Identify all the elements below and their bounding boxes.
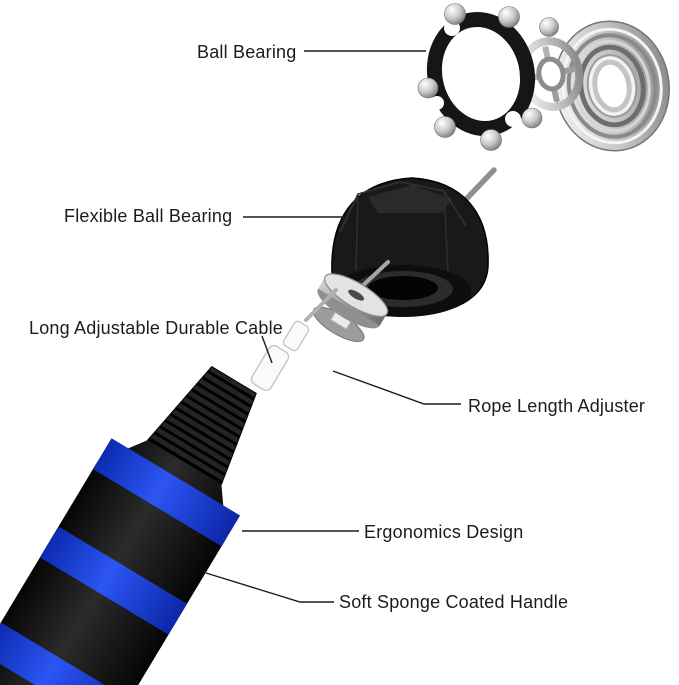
leader-rope-length-adjuster <box>332 370 461 405</box>
label-ball-bearing: Ball Bearing <box>197 42 297 62</box>
ball-bearing-assembly <box>417 3 671 152</box>
dome-facet-line <box>443 190 449 273</box>
label-long-adjustable-durable-cable: Long Adjustable Durable Cable <box>29 318 283 338</box>
cable-segments <box>250 288 338 391</box>
dome-opening-hole <box>368 276 438 300</box>
bearing-outer-ring-icon <box>553 20 671 152</box>
dome-facet <box>368 185 452 213</box>
bearing-balls-icon <box>417 3 559 151</box>
leader-cable <box>261 335 273 364</box>
handle-stripe-blue <box>39 526 188 635</box>
leader-soft-sponge <box>205 572 334 603</box>
leader-lines <box>205 50 461 603</box>
cable-wire-icon <box>304 288 338 322</box>
handle-body <box>0 440 227 685</box>
label-ergonomics-design: Ergonomics Design <box>364 522 524 542</box>
label-flexible-ball-bearing: Flexible Ball Bearing <box>64 206 233 226</box>
handle-stripes <box>0 438 241 685</box>
cage-cutout <box>430 96 444 110</box>
handle <box>0 365 257 685</box>
handle-threads <box>146 365 257 486</box>
cable-segment-small <box>282 320 310 352</box>
handle-stripe-blue <box>92 438 241 547</box>
cable-segment-large <box>250 345 290 391</box>
label-rope-length-adjuster: Rope Length Adjuster <box>468 396 646 416</box>
cage-cutout <box>505 111 521 127</box>
washer-hole <box>348 289 365 301</box>
label-soft-sponge-coated-handle: Soft Sponge Coated Handle <box>339 592 569 612</box>
handle-stripe-blue <box>0 622 130 685</box>
dome-facet-line <box>355 193 359 271</box>
